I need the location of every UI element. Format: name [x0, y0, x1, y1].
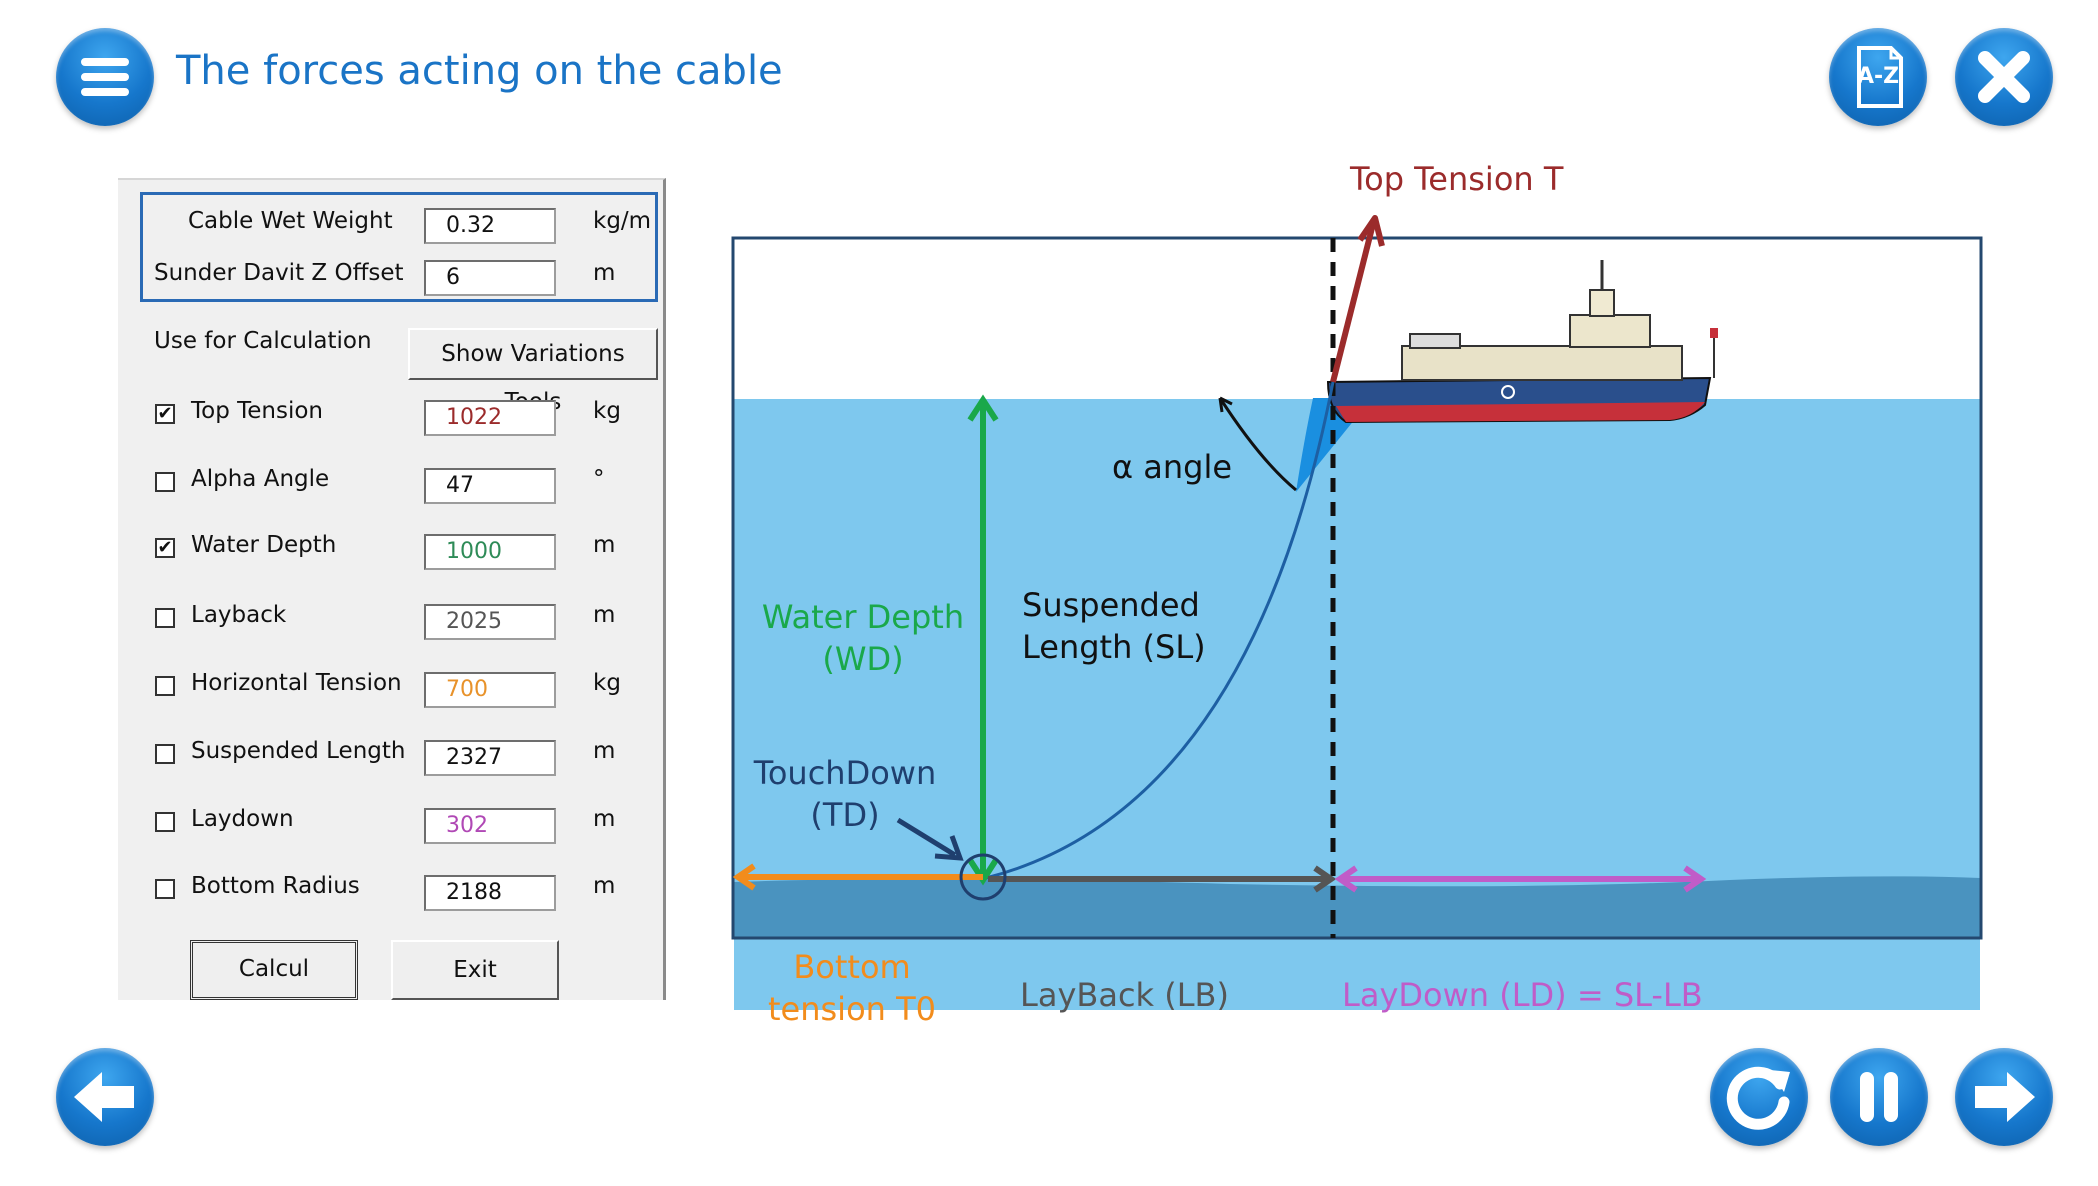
cable-diagram: Top Tension T α angle Water Depth (WD) S… — [730, 150, 2000, 1031]
top-tension-label: Top Tension T — [1350, 160, 1564, 198]
vessel — [1326, 260, 1718, 424]
davit-offset-input[interactable]: 6 — [424, 260, 556, 296]
water-depth-checkbox[interactable]: ✔ — [155, 538, 175, 558]
top-tension-input[interactable]: 1022 — [424, 400, 556, 436]
suspended-length-label: Suspended Length — [191, 738, 406, 764]
menu-button[interactable] — [56, 28, 154, 126]
bottom-radius-label: Bottom Radius — [191, 873, 360, 899]
suspended-length-line2: Length (SL) — [1022, 628, 1206, 666]
seabed — [734, 876, 1980, 937]
suspended-length-checkbox[interactable] — [155, 744, 175, 764]
replay-button[interactable] — [1710, 1048, 1808, 1146]
cable-diagram-svg — [731, 215, 1983, 1031]
layback-label: Layback — [191, 602, 287, 628]
calculation-dialog: Cable Wet Weight 0.32 kg/m Sunder Davit … — [118, 178, 666, 1000]
cable-wet-weight-label: Cable Wet Weight — [188, 208, 393, 234]
suspended-length-line1: Suspended — [1022, 586, 1200, 624]
horizontal-tension-label: Horizontal Tension — [191, 670, 402, 696]
bottom-radius-unit: m — [593, 873, 616, 899]
bottom-radius-input[interactable]: 2188 — [424, 875, 556, 911]
water-depth-label-line1: Water Depth — [761, 598, 965, 636]
touchdown-pointer — [896, 817, 957, 858]
glossary-icon — [1857, 46, 1903, 108]
pause-icon — [1860, 1072, 1898, 1122]
back-arrow-icon — [74, 1072, 134, 1122]
water-depth-input[interactable]: 1000 — [424, 534, 556, 570]
touchdown-label-line2: (TD) — [810, 796, 880, 834]
exit-button[interactable]: Exit — [391, 940, 559, 1000]
page-title: The forces acting on the cable — [176, 48, 783, 94]
horizontal-tension-input[interactable]: 700 — [424, 672, 556, 708]
top-tension-label: Top Tension — [191, 398, 324, 424]
cable-parameters-group — [140, 192, 658, 302]
alpha-angle-label: α angle — [1112, 448, 1233, 486]
top-tension-arrow — [1330, 223, 1376, 383]
show-variations-button[interactable]: Show Variations Tools — [408, 328, 658, 415]
suspended-length-unit: m — [593, 738, 616, 764]
alpha-angle-unit: ° — [593, 466, 605, 492]
close-icon — [1978, 51, 2030, 103]
laydown-checkbox[interactable] — [155, 812, 175, 832]
cable-wet-weight-input[interactable]: 0.32 — [424, 208, 556, 244]
horizontal-tension-checkbox[interactable] — [155, 676, 175, 696]
alpha-arc — [1218, 397, 1297, 492]
next-arrow-icon — [1975, 1072, 2035, 1122]
layback-input[interactable]: 2025 — [424, 604, 556, 640]
pause-button[interactable] — [1830, 1048, 1928, 1146]
davit-offset-label: Sunder Davit Z Offset — [154, 260, 404, 286]
back-button[interactable] — [56, 1048, 154, 1146]
laydown-input[interactable]: 302 — [424, 808, 556, 844]
layback-label: LayBack (LB) — [1020, 976, 1229, 1014]
replay-icon — [1726, 1066, 1790, 1130]
menu-icon — [81, 58, 129, 96]
horizontal-tension-unit: kg — [593, 670, 621, 696]
alpha-angle-checkbox[interactable] — [155, 472, 175, 492]
davit-offset-unit: m — [593, 260, 616, 286]
next-button[interactable] — [1955, 1048, 2053, 1146]
layback-checkbox[interactable] — [155, 608, 175, 628]
laydown-unit: m — [593, 806, 616, 832]
glossary-label: A-Z — [1856, 64, 1900, 89]
suspended-length-label: Suspended Length (SL) — [1022, 586, 1206, 666]
alpha-angle-input[interactable]: 47 — [424, 468, 556, 504]
touchdown-label-line1: TouchDown — [753, 754, 937, 792]
cable-wet-weight-unit: kg/m — [593, 208, 652, 234]
calcul-button[interactable]: Calcul — [190, 940, 358, 1000]
bottom-radius-checkbox[interactable] — [155, 879, 175, 899]
layback-unit: m — [593, 602, 616, 628]
water-depth-unit: m — [593, 532, 616, 558]
bottom-tension-label: Bottom tension T0 — [752, 948, 952, 1028]
water-depth-label: Water Depth — [191, 532, 337, 558]
top-tension-checkbox[interactable]: ✔ — [155, 404, 175, 424]
water-depth-label: Water Depth (WD) — [748, 598, 978, 678]
suspended-cable — [985, 381, 1335, 880]
bottom-tension-line2: tension T0 — [767, 990, 936, 1028]
close-button[interactable] — [1955, 28, 2053, 126]
laydown-label: LayDown (LD) = SL-LB — [1342, 976, 1703, 1014]
suspended-length-input[interactable]: 2327 — [424, 740, 556, 776]
touchdown-label: TouchDown (TD) — [740, 754, 950, 834]
glossary-button[interactable]: A-Z — [1829, 28, 1927, 126]
use-for-calculation-label: Use for Calculation — [154, 328, 372, 354]
water-depth-label-line2: (WD) — [822, 640, 904, 678]
laydown-label: Laydown — [191, 806, 294, 832]
bottom-tension-line1: Bottom — [793, 948, 911, 986]
alpha-angle-label: Alpha Angle — [191, 466, 330, 492]
touchdown-marker — [959, 853, 1007, 901]
top-tension-unit: kg — [593, 398, 621, 424]
